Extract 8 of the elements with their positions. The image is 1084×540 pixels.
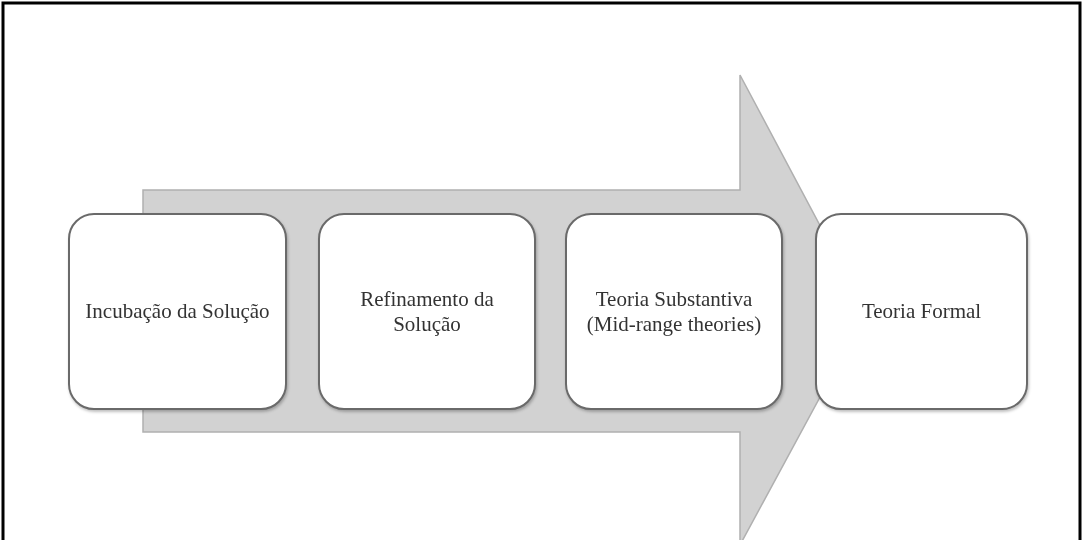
process-box <box>68 213 287 410</box>
process-box <box>565 213 783 410</box>
box-label: Teoria Formal <box>860 299 983 324</box>
box-label: Incubação da Solução <box>84 299 271 324</box>
box-label: Refinamento da Solução <box>359 287 495 336</box>
process-box <box>815 213 1028 410</box>
box-label: Teoria Substantiva (Mid-range theories) <box>585 287 763 336</box>
process-box <box>318 213 536 410</box>
